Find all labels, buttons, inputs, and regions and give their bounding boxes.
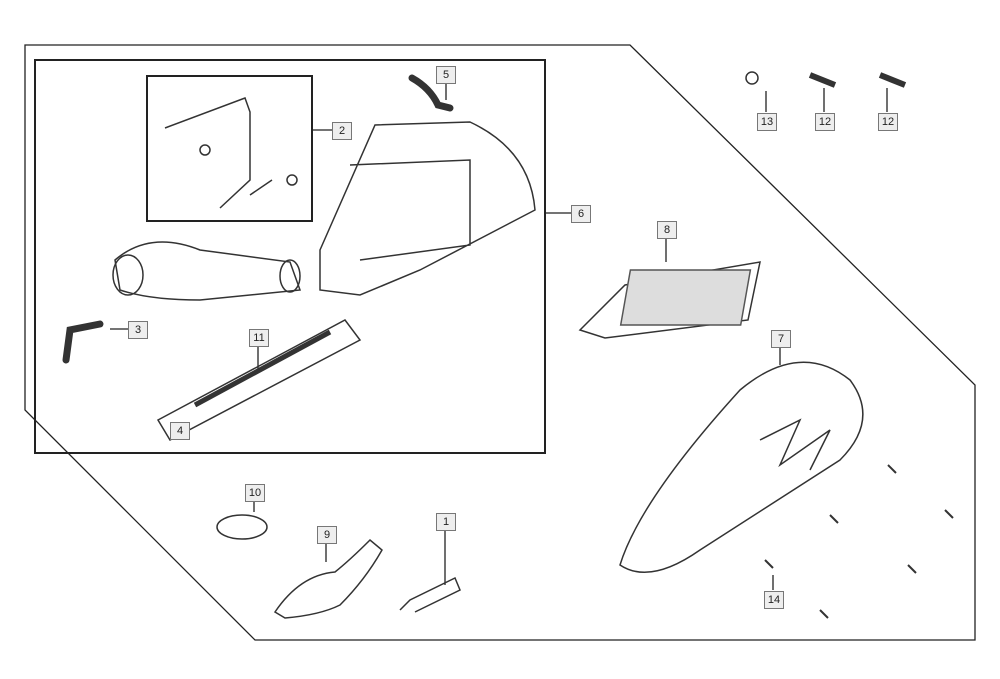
hose-small-part	[62, 320, 104, 364]
callout-12a[interactable]: 12	[815, 113, 835, 131]
assembly-box	[34, 59, 546, 454]
callout-6[interactable]: 6	[571, 205, 591, 223]
callout-2[interactable]: 2	[332, 122, 352, 140]
clamp-part	[216, 514, 268, 540]
callout-9[interactable]: 9	[317, 526, 337, 544]
cover-part	[619, 361, 864, 573]
callout-12b[interactable]: 12	[878, 113, 898, 131]
callout-11[interactable]: 11	[249, 329, 269, 347]
callout-13[interactable]: 13	[757, 113, 777, 131]
hose-set-box	[146, 75, 313, 222]
callout-10[interactable]: 10	[245, 484, 265, 502]
callout-7[interactable]: 7	[771, 330, 791, 348]
air-filter-assembly-part	[319, 121, 536, 296]
callout-3[interactable]: 3	[128, 321, 148, 339]
filter-element-part	[578, 261, 761, 339]
plate-part	[156, 319, 362, 441]
callout-1[interactable]: 1	[436, 513, 456, 531]
callout-14[interactable]: 14	[764, 591, 784, 609]
duct-part	[114, 241, 302, 301]
callout-4[interactable]: 4	[170, 422, 190, 440]
callout-5[interactable]: 5	[436, 66, 456, 84]
callout-8[interactable]: 8	[657, 221, 677, 239]
intake-duct-part	[273, 538, 383, 619]
outer-kit-border	[24, 44, 976, 641]
hose-short-part	[408, 74, 454, 112]
hose-set-part	[164, 97, 273, 209]
bracket-part	[399, 576, 461, 613]
